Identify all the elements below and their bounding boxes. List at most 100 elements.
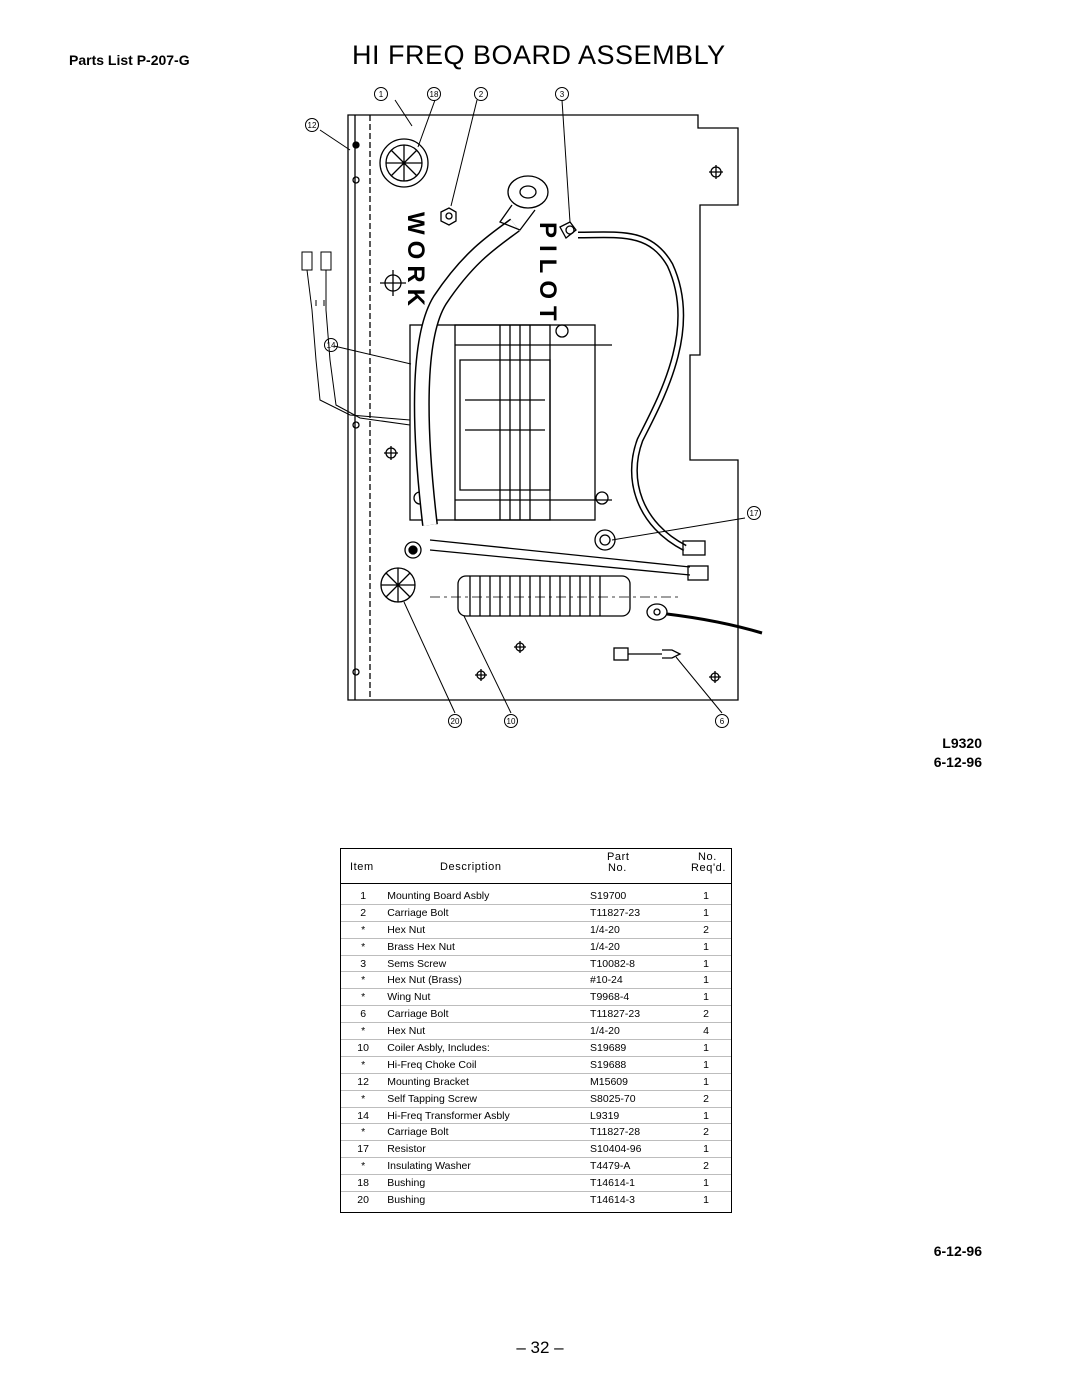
- row-part-number: T11827-23: [590, 1008, 641, 1021]
- row-item: 6: [360, 1008, 367, 1021]
- row-item: 10: [357, 1041, 369, 1054]
- row-description: Mounting Bracket: [387, 1075, 469, 1088]
- row-description: Wing Nut: [387, 991, 431, 1004]
- row-description: Coiler Asbly, Includes:: [387, 1041, 490, 1054]
- row-part-number: S19689: [590, 1041, 627, 1054]
- row-description: Carriage Bolt: [387, 1126, 449, 1139]
- row-quantity: 2: [703, 1008, 709, 1021]
- row-description: Hi-Freq Choke Coil: [387, 1058, 477, 1071]
- row-part-number: 1/4-20: [590, 1025, 620, 1038]
- row-quantity: 1: [703, 974, 709, 987]
- row-quantity: 1: [703, 1177, 709, 1190]
- row-quantity: 2: [703, 1092, 709, 1105]
- callout-20: 20: [451, 717, 460, 726]
- row-item: 1: [360, 889, 367, 902]
- row-quantity: 1: [703, 1041, 709, 1054]
- parts-list-number: Parts List P-207-G: [69, 52, 190, 68]
- callout-18: 18: [430, 90, 439, 99]
- row-item: *: [361, 940, 366, 953]
- row-description: Sems Screw: [387, 957, 447, 970]
- row-quantity: 1: [703, 1058, 709, 1071]
- callout-14: 14: [327, 341, 336, 350]
- header-description: Description: [440, 861, 502, 873]
- callout-6: 6: [720, 717, 725, 726]
- callout-2: 2: [479, 90, 484, 99]
- table-row: 1 Mounting Board Asbly S19700 1: [341, 888, 731, 905]
- row-quantity: 1: [703, 889, 709, 902]
- row-part-number: T11827-28: [590, 1126, 641, 1139]
- row-quantity: 1: [703, 957, 709, 970]
- row-item: 17: [357, 1143, 369, 1156]
- table-row: * Self Tapping Screw S8025-70 2: [341, 1091, 731, 1108]
- header-qty-bottom: Req'd.: [691, 862, 727, 874]
- row-part-number: S8025-70: [590, 1092, 636, 1105]
- page-title: HI FREQ BOARD ASSEMBLY: [352, 40, 726, 70]
- header-part-top: Part: [607, 851, 630, 863]
- row-quantity: 1: [703, 1075, 709, 1088]
- row-part-number: T14614-3: [590, 1193, 635, 1206]
- row-description: Mounting Board Asbly: [387, 889, 490, 902]
- callout-17: 17: [750, 509, 759, 518]
- row-quantity: 1: [703, 991, 709, 1004]
- row-part-number: 1/4-20: [590, 940, 620, 953]
- row-quantity: 2: [703, 1126, 709, 1139]
- row-item: *: [361, 1092, 366, 1105]
- transformer-leads: [301, 251, 411, 426]
- row-part-number: M15609: [590, 1075, 628, 1088]
- row-part-number: T11827-23: [590, 906, 641, 919]
- board-assembly-drawing: 1 18 2 3 12 14 17 20 10 6 WORK PILOT: [301, 87, 763, 728]
- row-quantity: 1: [703, 1109, 709, 1122]
- row-quantity: 1: [703, 906, 709, 919]
- row-description: Bushing: [387, 1177, 426, 1190]
- row-part-number: S19688: [590, 1058, 627, 1071]
- row-item: 3: [360, 957, 367, 970]
- row-item: *: [361, 991, 366, 1004]
- bushing-bottom: [380, 567, 416, 603]
- row-quantity: 1: [703, 1193, 709, 1206]
- work-label: WORK: [402, 212, 429, 312]
- row-item: 18: [357, 1177, 369, 1190]
- drawing-number: L9320: [942, 735, 982, 751]
- header-part-bottom: No.: [608, 862, 627, 874]
- callout-10: 10: [507, 717, 516, 726]
- row-part-number: L9319: [590, 1109, 620, 1122]
- row-item: 20: [357, 1193, 369, 1206]
- row-description: Self Tapping Screw: [387, 1092, 477, 1105]
- callout-12: 12: [308, 121, 317, 130]
- carriage-bolt: [613, 647, 682, 661]
- table-row: 10 Coiler Asbly, Includes: S19689 1: [341, 1040, 731, 1057]
- row-part-number: S19700: [590, 889, 627, 902]
- row-quantity: 2: [703, 923, 709, 936]
- coil-lug: [646, 603, 763, 635]
- callout-1: 1: [379, 90, 384, 99]
- table-row: 12 Mounting Bracket M15609 1: [341, 1074, 731, 1091]
- header-item: Item: [350, 861, 374, 873]
- bushing-top: [379, 138, 429, 188]
- resistor: [404, 529, 709, 581]
- row-quantity: 4: [703, 1025, 709, 1038]
- row-description: Bushing: [387, 1193, 426, 1206]
- row-description: Hex Nut: [387, 1025, 426, 1038]
- row-item: 12: [357, 1075, 369, 1088]
- callout-3: 3: [560, 90, 565, 99]
- row-part-number: #10-24: [590, 974, 623, 987]
- leader-lines: [319, 99, 746, 714]
- drawing-date: 6-12-96: [933, 754, 982, 770]
- mounting-holes: [380, 165, 723, 683]
- hex-nut: [440, 207, 457, 226]
- work-lug: [498, 175, 549, 231]
- transformer: [409, 324, 612, 521]
- row-description: Hi-Freq Transformer Asbly: [387, 1109, 510, 1122]
